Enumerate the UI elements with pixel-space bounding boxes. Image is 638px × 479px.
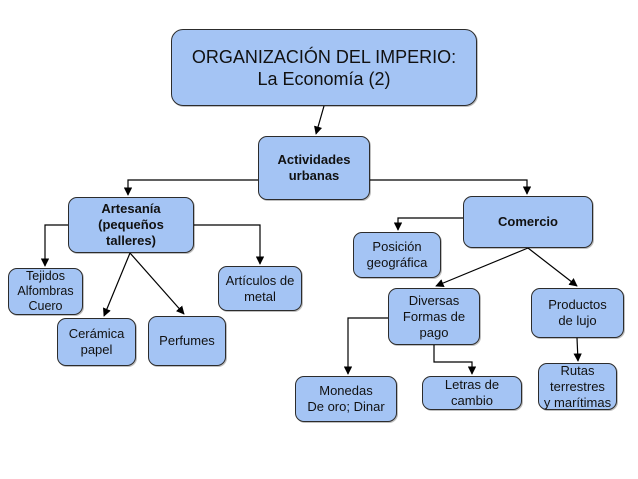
node-ceramica: Cerámica papel	[57, 318, 136, 366]
link-artesania-perfumes	[129, 252, 185, 315]
node-letras-cambio: Letras de cambio	[422, 376, 522, 410]
link-productos-rutas	[573, 337, 582, 362]
link-diversas-letras	[433, 345, 477, 375]
link-diversas-monedas	[343, 317, 388, 375]
link-actividades-artesania	[123, 179, 258, 196]
node-perfumes: Perfumes	[148, 316, 226, 366]
link-actividades-comercio	[370, 179, 532, 195]
node-productos-lujo: Productos de lujo	[531, 288, 624, 338]
link-artesania-ceramica	[103, 252, 131, 317]
link-comercio-posicion	[393, 217, 463, 231]
link-comercio-diversas	[435, 247, 529, 287]
node-articulos-metal: Artículos de metal	[218, 266, 302, 311]
node-posicion-geografica: Posición geográfica	[353, 232, 441, 278]
node-actividades-urbanas: Actividades urbanas	[258, 136, 370, 200]
node-title: ORGANIZACIÓN DEL IMPERIO: La Economía (2…	[171, 29, 477, 106]
node-tejidos: Tejidos Alfombras Cuero	[8, 268, 83, 315]
link-title-actividades	[314, 105, 325, 135]
node-comercio: Comercio	[463, 196, 593, 248]
node-artesania: Artesanía (pequeños talleres)	[68, 197, 194, 253]
link-artesania-tejidos	[40, 224, 68, 267]
node-monedas: Monedas De oro; Dinar	[295, 376, 397, 422]
node-rutas: Rutas terrestres y marítimas	[538, 363, 617, 410]
link-artesania-articulos	[194, 224, 265, 265]
link-comercio-productos	[527, 247, 578, 287]
node-diversas-formas-pago: Diversas Formas de pago	[388, 288, 480, 345]
